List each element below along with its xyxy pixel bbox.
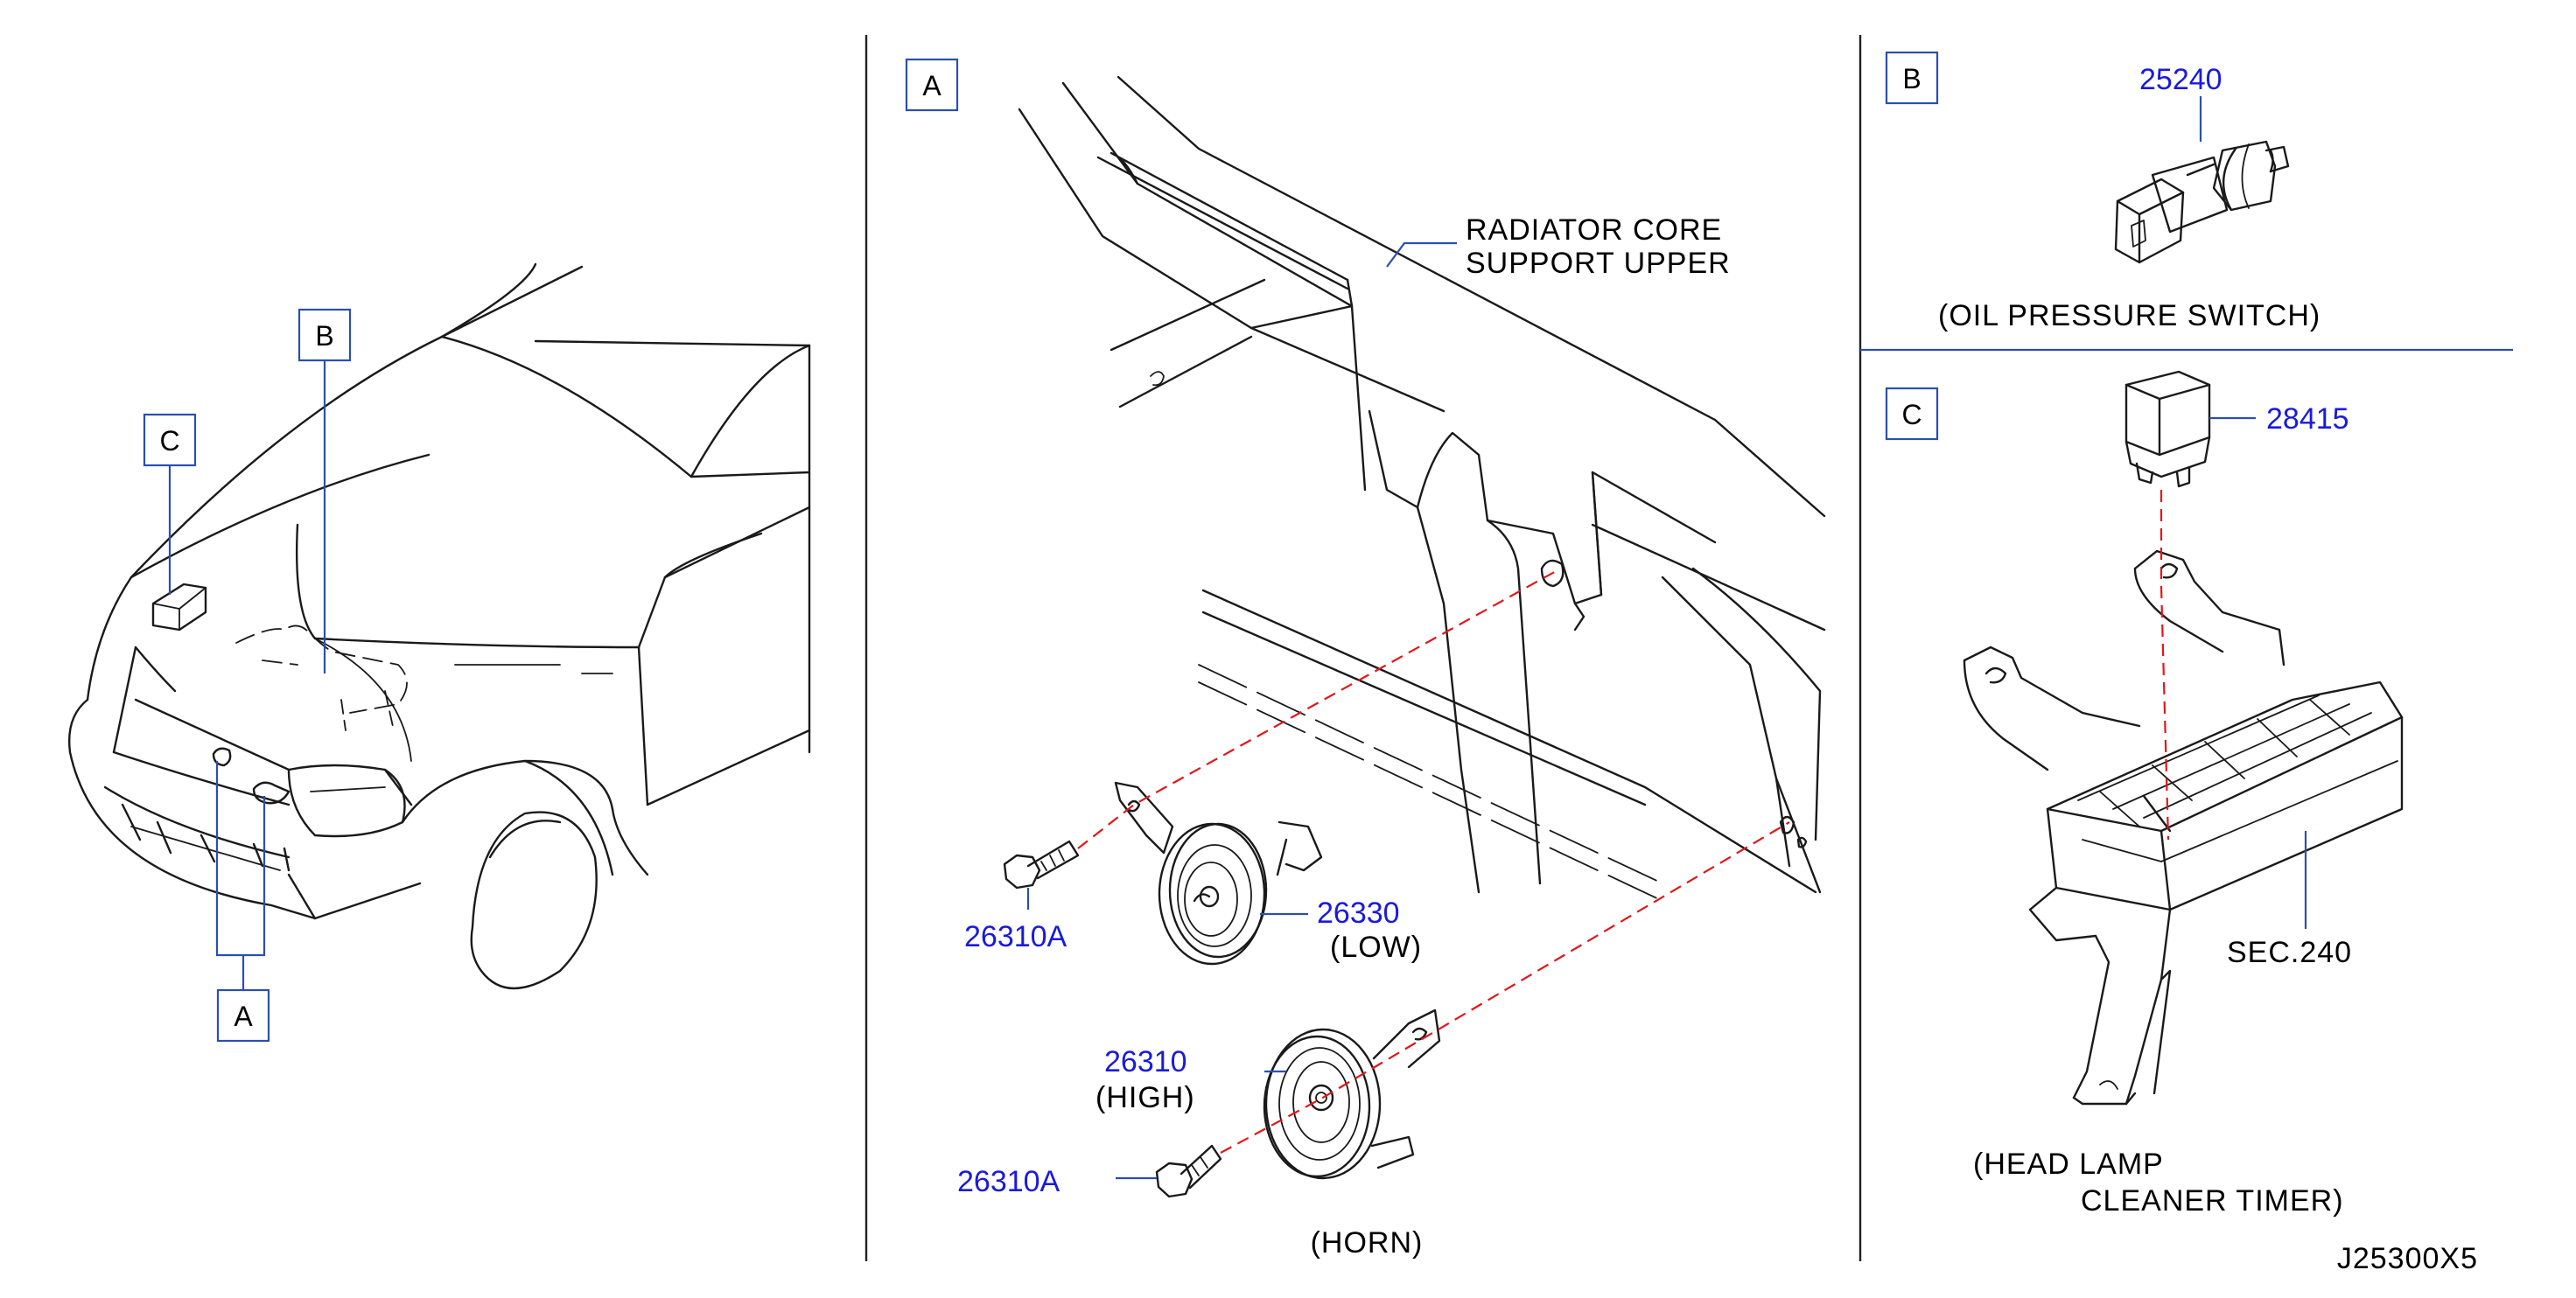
vehicle-overview <box>68 262 811 990</box>
radiator-label-line2: SUPPORT UPPER <box>1466 247 1731 280</box>
callout-a-middle: A <box>905 58 959 112</box>
oil-pressure-switch <box>2114 140 2290 264</box>
timer-caption-line1: (HEAD LAMP <box>1973 1148 2164 1181</box>
callout-c-left: C <box>143 413 197 467</box>
timer-caption-line2: CLEANER TIMER) <box>2081 1184 2344 1218</box>
svg-text:B: B <box>1902 63 1921 94</box>
part-26330: 26330 <box>1317 897 1400 930</box>
part-25240: 25240 <box>2139 63 2222 96</box>
svg-text:B: B <box>315 320 333 352</box>
horn-high <box>1263 1008 1441 1180</box>
radiator-label-line1: RADIATOR CORE <box>1466 213 1722 247</box>
part-26310a-lower: 26310A <box>957 1165 1060 1198</box>
alignment-line-lower-bolt <box>1220 821 1790 1154</box>
horn-caption: (HORN) <box>1311 1226 1424 1260</box>
svg-text:A: A <box>922 70 942 101</box>
callout-a-left: A <box>216 988 270 1043</box>
timer-relay <box>2124 370 2211 488</box>
bolt-upper <box>1003 840 1080 890</box>
callout-c-right: C <box>1885 387 1939 441</box>
callout-b-right: B <box>1885 51 1939 105</box>
svg-text:C: C <box>1901 399 1922 430</box>
bolt-lower <box>1155 1144 1222 1198</box>
high-label: (HIGH) <box>1096 1081 1195 1114</box>
diagram-id: J25300X5 <box>2337 1242 2478 1275</box>
sec-240-label: SEC.240 <box>2227 936 2352 969</box>
horn-low <box>1114 781 1323 966</box>
low-label: (LOW) <box>1330 931 1422 964</box>
svg-text:A: A <box>234 1001 253 1032</box>
svg-text:C: C <box>159 425 179 457</box>
part-26310a-upper: 26310A <box>964 920 1068 953</box>
callout-b-left: B <box>298 308 352 362</box>
oil-caption: (OIL PRESSURE SWITCH) <box>1938 299 2320 332</box>
fuse-bracket-assembly <box>1963 549 2404 1106</box>
radiator-core-support <box>1018 75 1826 902</box>
part-28415: 28415 <box>2266 402 2349 436</box>
part-26310: 26310 <box>1104 1045 1187 1078</box>
alignment-line-upper-bolt <box>1077 569 1558 849</box>
alignment-line-timer <box>2160 490 2170 841</box>
